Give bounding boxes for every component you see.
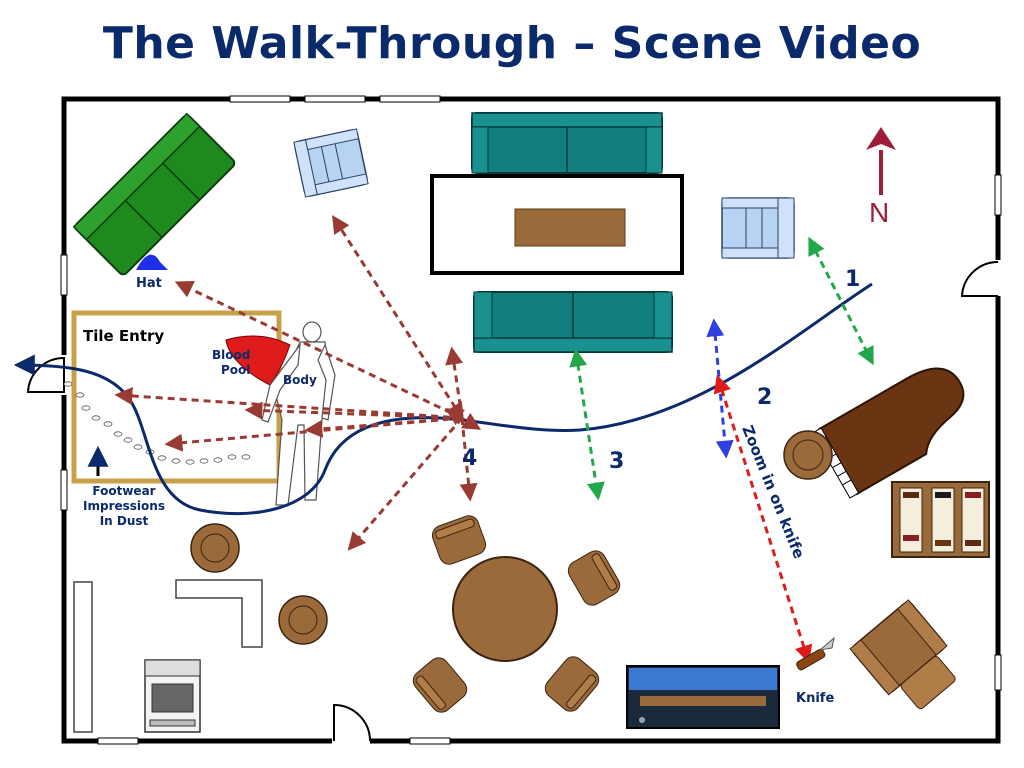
waypoint-3: 3 bbox=[609, 449, 624, 474]
footprints bbox=[63, 381, 251, 465]
grand-piano bbox=[811, 367, 965, 499]
body-label: Body bbox=[283, 373, 317, 387]
door-right bbox=[960, 260, 1006, 297]
hat-label: Hat bbox=[136, 276, 162, 291]
dining-chair-1 bbox=[431, 515, 487, 565]
zoom-knife-arrow bbox=[713, 374, 813, 664]
hat-icon bbox=[136, 254, 168, 270]
view-arrow-1 bbox=[808, 236, 874, 366]
footwear-label-3: In Dust bbox=[100, 514, 149, 528]
recliner bbox=[849, 599, 956, 710]
kitchen-counter bbox=[175, 579, 263, 648]
dining-chair-3 bbox=[412, 657, 468, 713]
evidence-arrows bbox=[114, 214, 482, 551]
door-bottom bbox=[332, 703, 371, 747]
tile-entry-label: Tile Entry bbox=[83, 327, 164, 345]
compass-label: N bbox=[869, 197, 889, 228]
armchair-blue-right bbox=[721, 197, 795, 259]
waypoint-1: 1 bbox=[845, 267, 860, 292]
stool-2 bbox=[278, 595, 328, 645]
piano-stool bbox=[783, 430, 833, 480]
bookshelf bbox=[891, 481, 990, 558]
view-arrow-2 bbox=[706, 318, 734, 459]
stove bbox=[144, 659, 201, 733]
tv-cabinet bbox=[626, 665, 780, 729]
door-left bbox=[26, 355, 70, 395]
walkthrough-path bbox=[13, 282, 873, 516]
view-arrow-3 bbox=[569, 348, 605, 501]
page-title: The Walk-Through – Scene Video bbox=[102, 18, 922, 69]
knife-icon bbox=[796, 636, 835, 671]
room-walls bbox=[60, 95, 1002, 745]
stool-1 bbox=[190, 523, 240, 573]
waypoint-2: 2 bbox=[757, 385, 772, 410]
body-outline bbox=[261, 321, 336, 506]
dining-chair-4 bbox=[544, 656, 600, 712]
compass-north-arrow bbox=[866, 127, 896, 195]
teal-sofa-bottom bbox=[473, 291, 673, 353]
armchair-blue-top bbox=[293, 128, 369, 198]
dining-chair-2 bbox=[567, 550, 621, 606]
teal-sofa-top bbox=[471, 112, 663, 174]
green-sofa bbox=[72, 112, 236, 276]
footwear-label-1: Footwear bbox=[92, 484, 155, 498]
dining-table bbox=[452, 556, 558, 662]
waypoint-4: 4 bbox=[462, 446, 477, 471]
coffee-table-top bbox=[514, 208, 626, 247]
blood-pool-label-2: Pool bbox=[221, 363, 250, 377]
footwear-label-2: Impressions bbox=[83, 499, 165, 513]
kitchen-cabinet bbox=[73, 581, 93, 733]
knife-label: Knife bbox=[796, 691, 834, 706]
blood-pool-label-1: Blood bbox=[212, 348, 250, 362]
